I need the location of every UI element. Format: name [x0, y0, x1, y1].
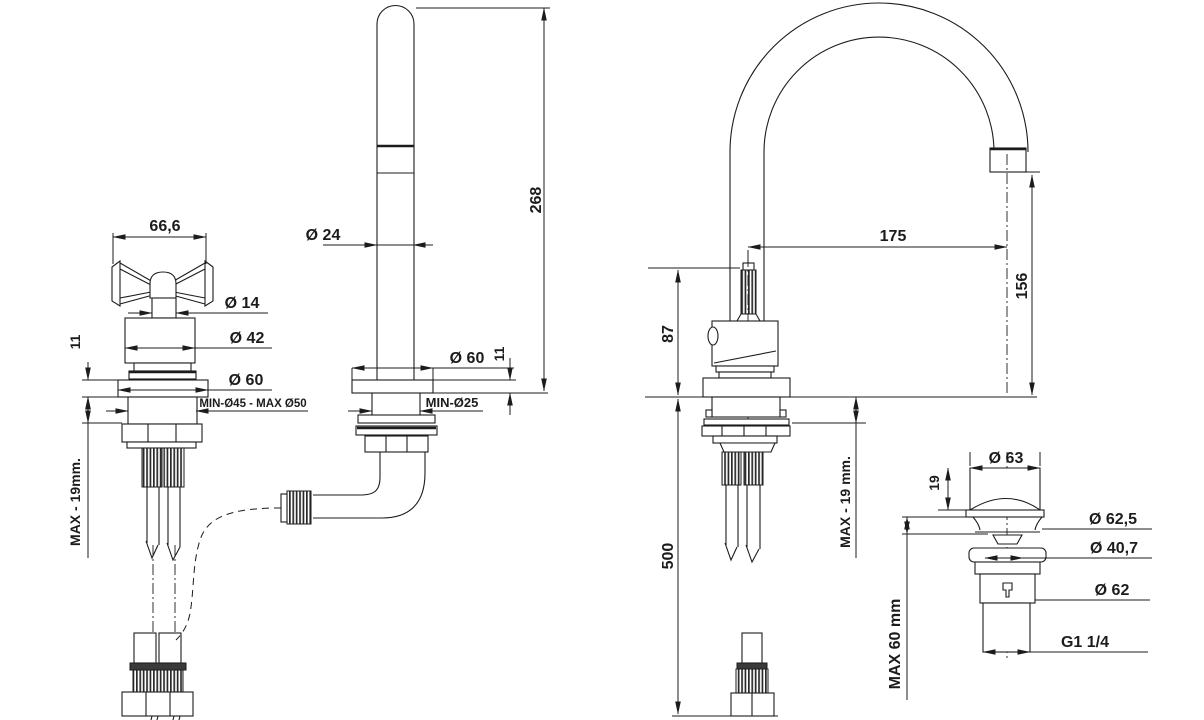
faucet-side-dimensions: 175 156 87 500 MAX - 19 mm.	[648, 171, 1040, 715]
drain-notch	[1002, 582, 1013, 598]
drain-cap	[965, 467, 1045, 518]
valve-flange	[702, 377, 791, 398]
pipe-fitting-cap	[280, 493, 288, 523]
spout-arc	[729, 2, 1029, 321]
valve-front-dimensions: 66,6 Ø 14 Ø 42 Ø 60 MIN-Ø45 - MAX Ø50 11…	[67, 218, 308, 558]
dim-spout-height: 268	[528, 187, 545, 214]
dim-outlet-height: 156	[1014, 273, 1031, 300]
valve-ring	[133, 362, 192, 372]
dim-flange-height: 11	[67, 334, 83, 349]
hose-break	[724, 542, 738, 562]
dim-cap-height: 19	[926, 475, 942, 491]
washer	[126, 441, 197, 449]
valve-front-view: 66,6 Ø 14 Ø 42 Ø 60 MIN-Ø45 - MAX Ø50 11…	[67, 218, 308, 720]
mounting-nut	[364, 435, 429, 453]
spout-front-view: Ø 24 268 Ø 60 11 MIN-Ø25	[175, 5, 550, 641]
dim-stem-diameter: Ø 14	[225, 295, 260, 312]
drain-assembly-view: Ø 63 19 Ø 62,5 Ø 40,7 Ø 62 G1 1/4 MAX 60…	[887, 450, 1152, 700]
hose-corrugation	[743, 451, 764, 486]
drain-upper-body	[974, 561, 1041, 575]
hose-break	[745, 544, 760, 564]
dim-tube-diameter: Ø 24	[306, 227, 341, 244]
dim-body-height: 87	[660, 325, 677, 343]
hose-corrugation	[721, 451, 742, 486]
dim-hole-min: MIN-Ø25	[426, 395, 479, 410]
dim-thread: G1 1/4	[1061, 634, 1109, 651]
valve-flange	[117, 379, 209, 398]
dim-hole-range: MIN-Ø45 - MAX Ø50	[199, 398, 306, 410]
hose-end-connector	[121, 632, 194, 720]
dim-deck-max: MAX - 19mm.	[67, 458, 83, 546]
cross-handle-side	[736, 262, 761, 322]
dim-flange-diameter: Ø 60	[229, 372, 264, 389]
dim-neck-diameter: Ø 40,7	[1090, 540, 1138, 557]
dim-deck-max: MAX 60 mm	[887, 599, 904, 690]
handle-hub	[149, 271, 177, 299]
cross-handle-front	[111, 259, 214, 307]
valve-stem	[151, 297, 177, 319]
dim-flange-diameter: Ø 62	[1095, 582, 1130, 599]
spout-front-dimensions: Ø 24 268 Ø 60 11 MIN-Ø25	[306, 7, 550, 415]
pipe-fitting	[286, 490, 312, 525]
drain-gasket-flange	[968, 547, 1047, 563]
dim-deck-max: MAX - 19 mm.	[837, 456, 853, 548]
hose-break	[166, 542, 181, 562]
drain-plug-guide	[992, 534, 1023, 545]
flexible-hose-path	[175, 507, 282, 641]
washer	[703, 418, 790, 426]
drain-neck	[972, 516, 981, 531]
dim-flange-height: 11	[491, 346, 507, 361]
spout-column	[376, 5, 415, 380]
washer-plate	[355, 425, 438, 436]
washer-plate	[701, 425, 791, 437]
threaded-shank	[711, 396, 781, 418]
dim-flange-diameter: Ø 60	[450, 350, 485, 367]
hose-end-connector	[672, 632, 778, 717]
spout-flange	[351, 379, 434, 394]
dim-hose-length: 500	[660, 543, 677, 570]
body-port	[707, 326, 719, 346]
spout-outlet	[989, 147, 1027, 173]
drain-thread-tube	[982, 602, 1031, 653]
dim-cartridge-diameter: Ø 42	[230, 330, 265, 347]
valve-body	[711, 320, 779, 367]
hose-corrugation	[141, 447, 163, 488]
threaded-shank	[127, 396, 198, 425]
dim-handle-width: 66,6	[149, 218, 180, 235]
washer	[357, 414, 436, 424]
mounting-nut	[121, 423, 203, 443]
elbow-outlet	[280, 451, 426, 525]
hose-break	[145, 540, 159, 560]
faucet-side-view: 175 156 87 500 MAX - 19 mm.	[645, 2, 1040, 717]
valve-cartridge	[124, 317, 196, 364]
drain-dimensions: Ø 63 19 Ø 62,5 Ø 40,7 Ø 62 G1 1/4 MAX 60…	[887, 450, 1152, 700]
dim-lip-diameter: Ø 62,5	[1089, 511, 1137, 528]
hose-corrugation	[163, 447, 185, 488]
dim-cap-diameter: Ø 63	[989, 450, 1024, 467]
dim-reach: 175	[880, 228, 907, 245]
